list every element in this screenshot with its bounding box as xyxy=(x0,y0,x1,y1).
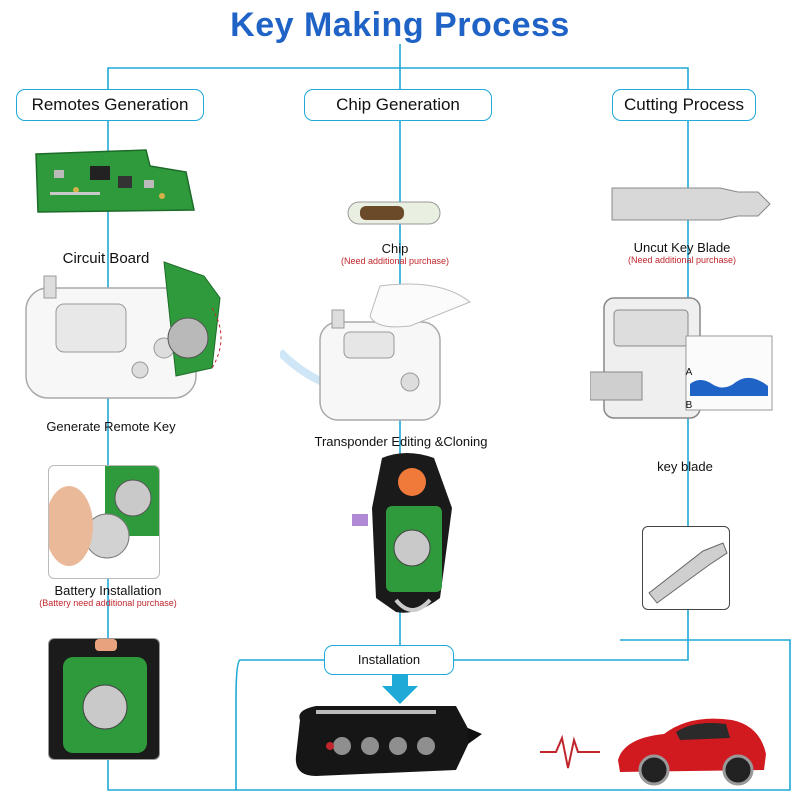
heartbeat-icon xyxy=(540,734,600,769)
circuit-board-image xyxy=(35,149,195,213)
key-blade-label: key blade xyxy=(657,459,713,474)
battery-installation-label: Battery Installation xyxy=(54,583,162,598)
page-title: Key Making Process xyxy=(230,6,570,44)
generate-remote-key-label: Generate Remote Key xyxy=(46,419,176,434)
uncut-key-blade-image xyxy=(611,187,771,221)
remote-programmer-image xyxy=(25,261,222,399)
battery-note: (Battery need additional purchase) xyxy=(39,598,177,608)
red-car-image xyxy=(618,718,766,786)
installed-board-image xyxy=(48,638,160,760)
uncut-key-blade-label: Uncut Key Blade xyxy=(633,240,731,255)
chip-label: Chip xyxy=(381,241,409,256)
battery-installation-image xyxy=(48,465,160,579)
section-installation: Installation xyxy=(324,645,454,675)
circuit-board-label: Circuit Board xyxy=(62,250,150,267)
flip-key-open-image xyxy=(352,453,452,613)
transponder-cloning-image xyxy=(280,283,471,421)
chip-note: (Need additional purchase) xyxy=(340,256,450,266)
section-chip-generation: Chip Generation xyxy=(304,89,492,121)
uncut-blade-note: (Need additional purchase) xyxy=(627,255,737,265)
key-cutting-machine-image xyxy=(590,297,773,419)
pointing-hand-icon xyxy=(352,514,368,526)
cut-key-blade-image xyxy=(642,526,730,610)
section-remotes-generation: Remotes Generation xyxy=(16,89,204,121)
section-cutting-process: Cutting Process xyxy=(612,89,756,121)
machine-label-a: A xyxy=(685,367,693,378)
transponder-editing-label: Transponder Editing &Cloning xyxy=(314,434,488,449)
down-arrow-icon xyxy=(382,672,418,704)
finished-flip-key-image xyxy=(295,706,482,776)
chip-image xyxy=(347,201,441,225)
machine-label-b: B xyxy=(685,400,693,411)
